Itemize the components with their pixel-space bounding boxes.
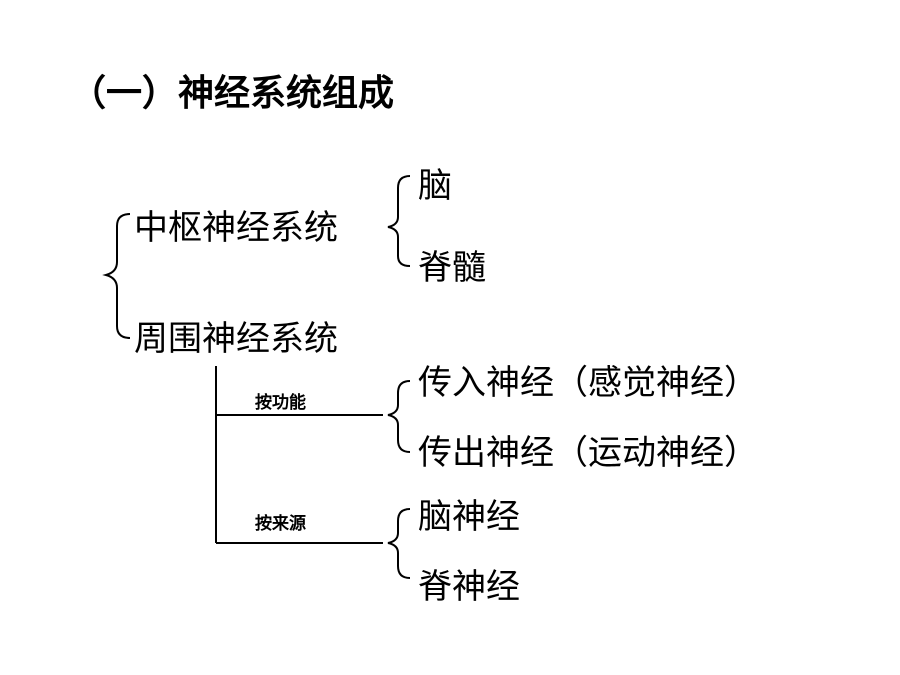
central-nervous-system-label: 中枢神经系统 [134,208,338,248]
efferent-nerve-label: 传出神经（运动神经） [418,433,758,473]
by-origin-label: 按来源 [255,514,306,534]
cranial-nerve-label: 脑神经 [418,497,520,537]
main-brace [102,213,131,339]
function-brace [387,380,411,453]
by-function-label: 按功能 [255,393,306,413]
brain-label: 脑 [418,166,452,206]
spinal-nerve-label: 脊神经 [418,567,520,607]
origin-brace [387,508,411,579]
slide-title: （一）神经系统组成 [70,73,395,114]
peripheral-nervous-system-label: 周围神经系统 [134,319,338,359]
central-brace [387,175,411,267]
afferent-nerve-label: 传入神经（感觉神经） [418,363,758,403]
spinal-cord-label: 脊髓 [418,248,486,288]
